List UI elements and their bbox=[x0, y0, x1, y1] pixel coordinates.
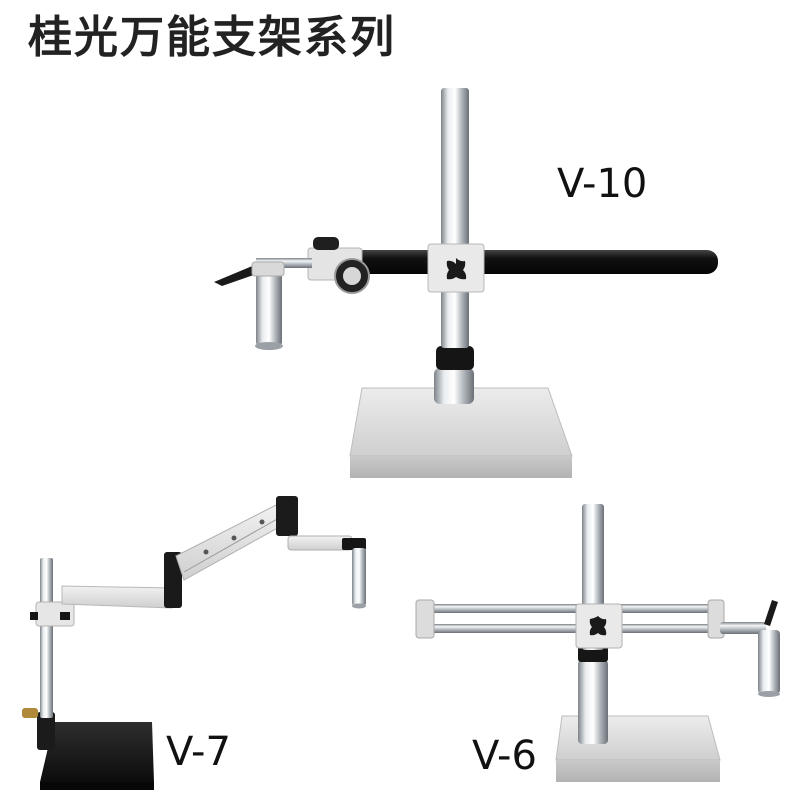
v7-holder-post bbox=[352, 548, 366, 606]
model-label-v7: V-7 bbox=[166, 729, 231, 775]
model-label-v6: V-6 bbox=[472, 733, 537, 779]
v7-joint-knob-icon bbox=[166, 592, 181, 607]
v7-column bbox=[40, 558, 53, 718]
v6-collar bbox=[578, 660, 608, 744]
v6-upper-bar bbox=[420, 604, 720, 613]
v7-elbow-joint bbox=[276, 496, 298, 536]
v7-base bbox=[40, 722, 154, 790]
v6-handle bbox=[764, 600, 778, 626]
v6-star-knob-icon bbox=[589, 616, 607, 636]
v10-base bbox=[349, 387, 573, 478]
v10-column bbox=[441, 88, 469, 348]
v10-lock-ring bbox=[436, 346, 474, 370]
v10-collar bbox=[434, 368, 474, 404]
v7-arm-2 bbox=[175, 501, 293, 581]
v10-star-knob-icon bbox=[446, 258, 467, 280]
stand-v7 bbox=[22, 496, 366, 790]
model-label-v10: V-10 bbox=[557, 161, 648, 207]
v6-holder-post bbox=[758, 630, 780, 694]
v6-lower-bar bbox=[420, 624, 720, 633]
v7-arm-1 bbox=[61, 585, 173, 609]
v7-collar bbox=[37, 712, 55, 750]
page-title: 桂光万能支架系列 bbox=[28, 12, 396, 63]
stand-v6 bbox=[415, 504, 780, 782]
v6-left-end-block bbox=[415, 599, 435, 639]
v7-clamp-knob-icon bbox=[30, 612, 70, 620]
v10-boom-arm bbox=[352, 250, 718, 274]
v10-top-knob bbox=[313, 237, 339, 250]
stand-v10 bbox=[214, 88, 718, 478]
v7-side-knob bbox=[22, 708, 38, 718]
v10-focus-post bbox=[256, 272, 282, 346]
